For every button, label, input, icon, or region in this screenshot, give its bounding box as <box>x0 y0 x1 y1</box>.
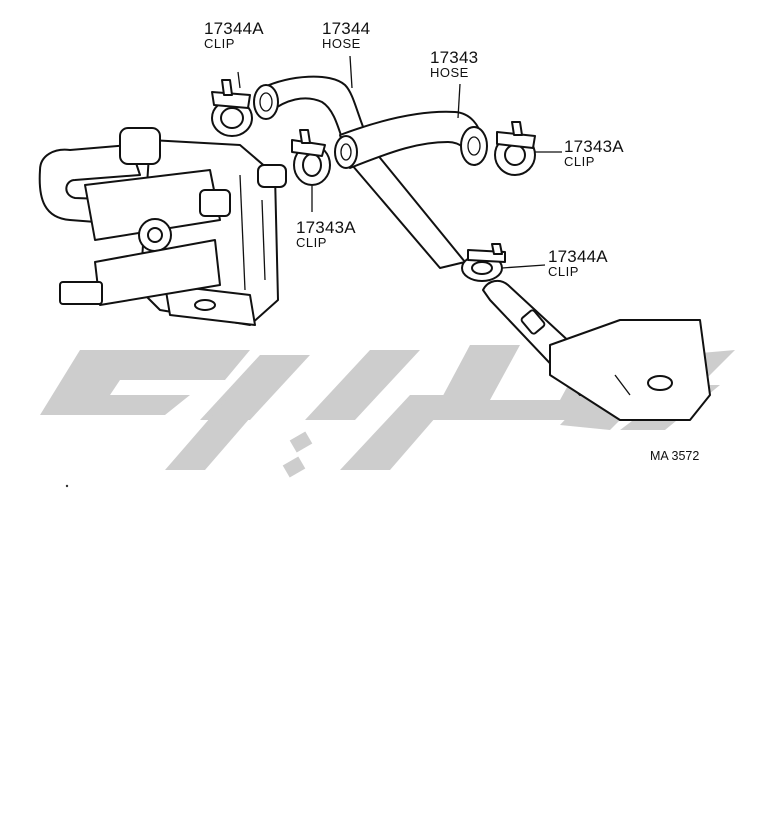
part-number: 17343A <box>296 218 356 237</box>
hose-17343 <box>334 110 488 169</box>
valve-assembly <box>38 127 287 326</box>
part-number: 17344 <box>322 19 371 38</box>
label-part-17343a-right: 17343A CLIP <box>564 138 624 168</box>
clip-17344a-lower <box>461 243 506 282</box>
clip-17343a-right <box>494 121 536 176</box>
pipe-bracket <box>482 279 711 421</box>
label-part-17344: 17344 HOSE <box>322 20 370 50</box>
part-number: 17344A <box>204 19 264 38</box>
part-number: 17344A <box>548 247 608 266</box>
part-number: 17343 <box>430 48 479 67</box>
reference-code: MA 3572 <box>650 449 700 463</box>
label-part-17343: 17343 HOSE <box>430 49 478 79</box>
clip-17344a-upper <box>211 71 253 137</box>
part-name: CLIP <box>564 154 595 169</box>
leader-lines <box>311 55 562 269</box>
stray-dot <box>65 484 69 488</box>
part-name: HOSE <box>430 65 469 80</box>
part-name: CLIP <box>204 36 235 51</box>
label-part-17344a-lower: 17344A CLIP <box>548 248 608 278</box>
part-name: CLIP <box>548 264 579 279</box>
clip-17343a-left <box>291 129 331 186</box>
part-name: HOSE <box>322 36 361 51</box>
part-name: CLIP <box>296 235 327 250</box>
part-number: 17343A <box>564 137 624 156</box>
label-part-17344a-upper: 17344A CLIP <box>204 20 264 50</box>
label-part-17343a-left: 17343A CLIP <box>296 219 356 249</box>
